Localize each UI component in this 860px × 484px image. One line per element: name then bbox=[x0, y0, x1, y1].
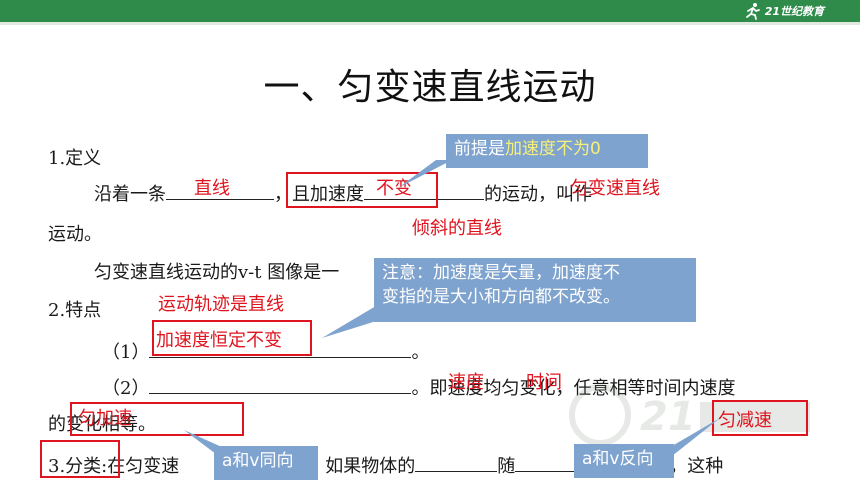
note-line-1: 注意：加速度是矢量，加速度不 bbox=[382, 263, 620, 283]
premise-highlight: 加速度不为0 bbox=[505, 139, 601, 159]
annotation-accel-constant: 加速度恒定不变 bbox=[156, 330, 282, 351]
annotation-slanted-line: 倾斜的直线 bbox=[412, 218, 502, 239]
opposite-direction-callout: a和v反向 bbox=[574, 444, 674, 478]
premise-prefix: 前提是 bbox=[454, 139, 505, 159]
blank-1 bbox=[166, 181, 274, 200]
definition-line-1: 沿着一条 ，且加速度 的运动，叫作 bbox=[94, 180, 592, 206]
feature-2-end: 。即速度均匀变化，任意相等时间内速度 bbox=[411, 378, 736, 399]
brand-text: 21世纪教育 bbox=[764, 5, 824, 18]
svg-text:21: 21 bbox=[640, 394, 696, 440]
definition-line-2: 运动。 bbox=[48, 224, 102, 245]
premise-callout: 前提是加速度不为0 bbox=[446, 134, 648, 168]
feature-item-2: （2） 。即速度均匀变化，任意相等时间内速度 bbox=[102, 374, 735, 400]
same-direction-callout: a和v同向 bbox=[214, 446, 318, 480]
blank-2 bbox=[364, 181, 484, 200]
watermark-logo: 21 bbox=[560, 380, 830, 450]
feature-continuation: 的变化相等。 bbox=[48, 414, 156, 435]
brand-logo: 21世纪教育 bbox=[744, 2, 824, 20]
features-heading: 2.特点 bbox=[48, 300, 102, 321]
note-line-2: 变指的是大小和方向都不改变。 bbox=[382, 286, 620, 307]
box-accel-constant bbox=[286, 172, 438, 208]
note-callout-tail bbox=[322, 300, 386, 338]
annotation-time: 时间 bbox=[526, 372, 562, 393]
definition-line-3: 匀变速直线运动的v-t 图像是一 bbox=[94, 262, 340, 283]
annotation-constant: 不变 bbox=[376, 178, 412, 199]
feature-2-number: （2） bbox=[102, 378, 150, 399]
blank-6 bbox=[515, 453, 616, 472]
annotation-straight-line: 直线 bbox=[194, 178, 230, 199]
definition-text-c: 的运动，叫作 bbox=[484, 184, 592, 205]
annotation-uniform-decel: 匀减速 bbox=[718, 410, 772, 431]
premise-callout-tail bbox=[398, 160, 452, 188]
box-uniform-decel bbox=[712, 400, 808, 436]
classification-text-c: 随 bbox=[497, 456, 516, 477]
definition-text-a: 沿着一条 bbox=[94, 184, 166, 205]
box-accel-const-answer bbox=[152, 320, 312, 356]
feature-item-1: （1） 。 bbox=[102, 338, 429, 364]
annotation-velocity: 速度 bbox=[448, 372, 484, 393]
feature-1-number: （1） bbox=[102, 342, 150, 363]
definition-heading: 1.定义 bbox=[48, 148, 102, 169]
blank-4 bbox=[149, 375, 412, 394]
annotation-uniform-accel: 匀加速 bbox=[78, 408, 132, 429]
header-bar: 21世纪教育 bbox=[0, 0, 860, 25]
runner-icon bbox=[745, 3, 760, 20]
note-callout: 注意：加速度是矢量，加速度不 变指的是大小和方向都不改变。 bbox=[374, 258, 696, 322]
classification-text-b: ，如果物体的 bbox=[307, 456, 416, 477]
definition-text-b: ，且加速度 bbox=[274, 184, 364, 205]
annotation-trajectory: 运动轨迹是直线 bbox=[158, 294, 284, 315]
feature-1-end: 。 bbox=[411, 342, 430, 363]
header-stripe bbox=[0, 22, 860, 25]
page-title: 一、匀变速直线运动 bbox=[263, 67, 597, 108]
opp-dir-callout-tail bbox=[672, 418, 720, 456]
classification-text-a: 3.分类:在匀变速 bbox=[48, 456, 180, 477]
blank-3 bbox=[149, 339, 412, 358]
annotation-uniform-variable: 匀变速直线 bbox=[570, 178, 660, 199]
blank-5 bbox=[415, 453, 498, 472]
box-classification bbox=[40, 440, 120, 478]
box-uniform-accel bbox=[70, 402, 244, 436]
